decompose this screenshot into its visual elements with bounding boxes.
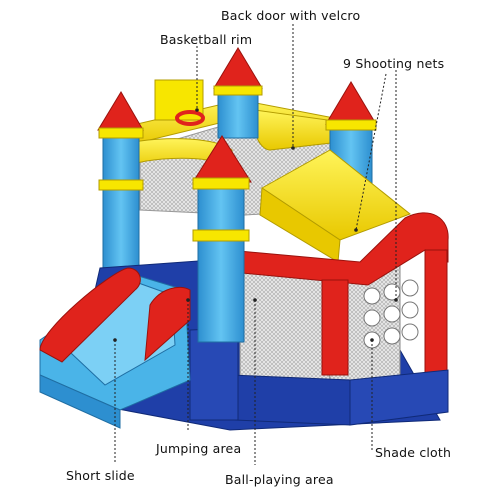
- tower-front-center: [192, 135, 252, 343]
- tower-back-left: [97, 91, 144, 269]
- label-shooting-nets: 9 Shooting nets: [343, 56, 445, 71]
- label-back-door: Back door with velcro: [221, 8, 361, 23]
- shooting-nets: [363, 279, 419, 349]
- front-base: [189, 327, 449, 426]
- basketball-hoop: [154, 79, 205, 126]
- label-shade-cloth: Shade cloth: [375, 445, 452, 460]
- label-short-slide: Short slide: [66, 468, 135, 483]
- tower-back-center: [213, 47, 263, 139]
- slide: [39, 267, 191, 429]
- leader-dots: [113, 108, 398, 342]
- leader-lines: [114, 24, 397, 465]
- label-basketball-rim: Basketball rim: [160, 32, 253, 47]
- label-jumping-area: Jumping area: [156, 441, 242, 456]
- ball-area-wall: [227, 212, 449, 379]
- label-ball-playing-area: Ball-playing area: [225, 472, 334, 487]
